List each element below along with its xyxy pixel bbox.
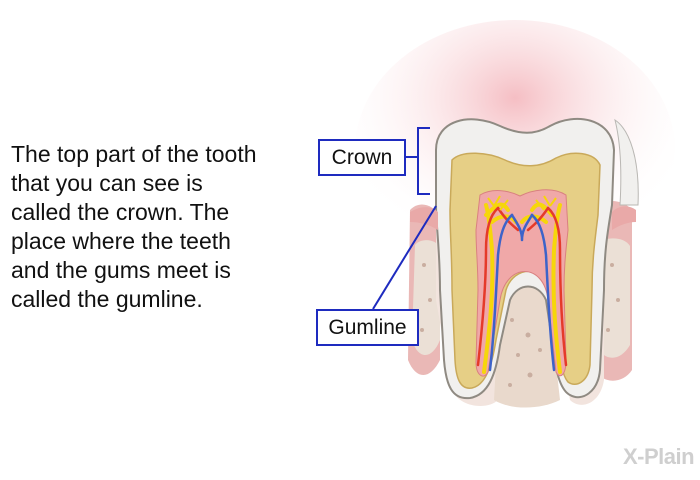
gumline-leader (372, 205, 437, 310)
artery-lines (476, 206, 568, 367)
crown-label: Crown (318, 139, 406, 176)
neighbour-crown (614, 118, 639, 206)
bone-interradicular (494, 275, 560, 408)
gumline-label: Gumline (316, 309, 419, 346)
tooth-pulp (475, 189, 569, 377)
bone-left (412, 240, 440, 355)
gum-margin-right (612, 206, 636, 230)
logo-text: X-Plain (623, 444, 695, 469)
xplain-logo: X-Plain (623, 444, 695, 470)
description-text: The top part of the tooth that you can s… (11, 141, 257, 312)
crown-bracket (406, 127, 430, 195)
nerve-branches (487, 195, 557, 211)
vein-lines (488, 213, 556, 372)
bone-dots (420, 263, 620, 387)
